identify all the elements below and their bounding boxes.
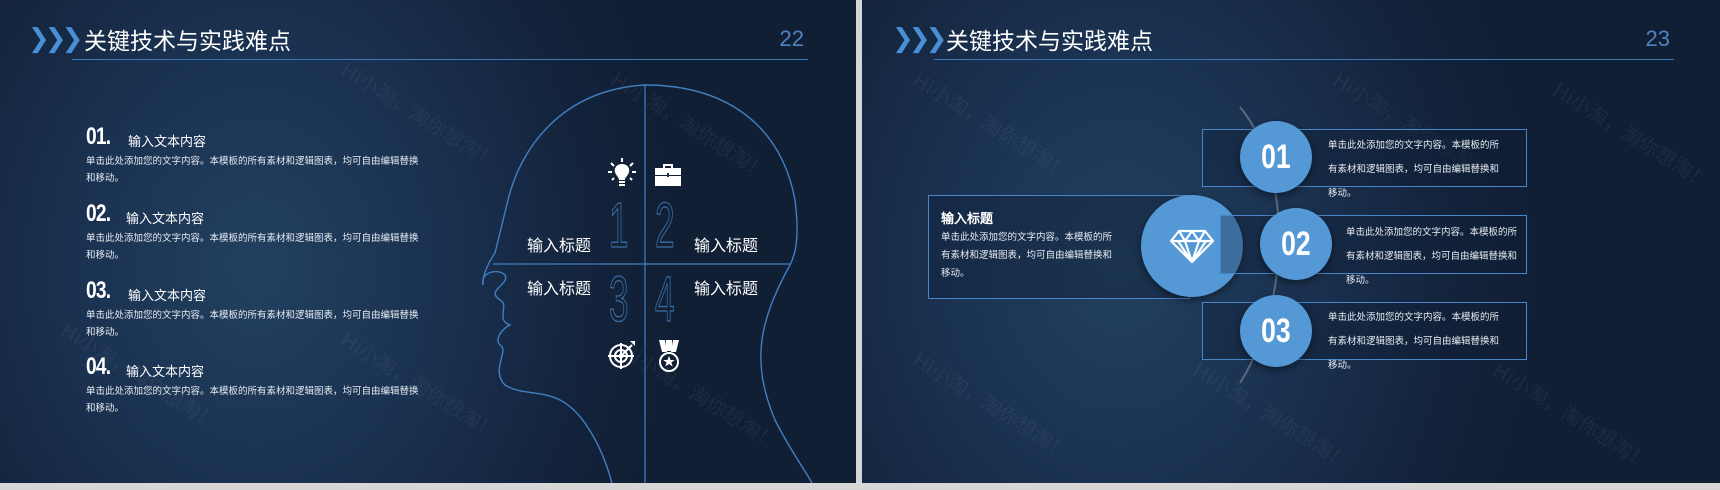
number-circle-03: 03 bbox=[1240, 295, 1312, 367]
page-number: 23 bbox=[1645, 26, 1670, 51]
item-desc: 单击此处添加您的文字内容。本模板的所有素材和逻辑图表，均可自由编辑替换和移动。 bbox=[86, 233, 419, 261]
item-title: 输入文本内容 bbox=[126, 365, 205, 380]
item-desc: 单击此处添加您的文字内容。本模板的所有素材和逻辑图表，均可自由编辑替换和移动。 bbox=[86, 310, 419, 338]
briefcase-icon bbox=[655, 164, 681, 186]
slide-22[interactable]: Hi小淘，淘你想淘！ Hi小淘，淘你想淘！ Hi小淘，淘你想淘！ Hi小淘，淘你… bbox=[0, 0, 856, 483]
slide-title: 关键技术与实践难点 bbox=[84, 29, 291, 55]
item-number: 01. bbox=[86, 123, 111, 150]
list-item: 01. 输入文本内容 单击此处添加您的文字内容。本模板的所有素材和逻辑图表，均可… bbox=[86, 123, 426, 187]
chevrons-icon: ❯❯❯ bbox=[28, 24, 83, 54]
chevrons-icon: ❯❯❯ bbox=[892, 24, 947, 54]
item-number: 02. bbox=[86, 200, 111, 227]
item-title: 输入文本内容 bbox=[128, 289, 207, 304]
item-title: 输入文本内容 bbox=[128, 135, 207, 150]
slide-23[interactable]: Hi小淘，淘你想淘！ Hi小淘，淘你想淘！ Hi小淘，淘你想淘！ Hi小淘，淘你… bbox=[862, 0, 1720, 483]
number-circle-02: 02 bbox=[1260, 208, 1332, 280]
diamond-icon bbox=[1170, 229, 1214, 263]
header-divider bbox=[72, 59, 808, 60]
item-desc: 单击此处添加您的文字内容。本模板的所有素材和逻辑图表，均可自由编辑替换和移动。 bbox=[1328, 312, 1500, 371]
medal-icon bbox=[659, 340, 679, 372]
item-desc: 单击此处添加您的文字内容。本模板的所有素材和逻辑图表，均可自由编辑替换和移动。 bbox=[1328, 140, 1500, 199]
slide-title: 关键技术与实践难点 bbox=[946, 29, 1153, 55]
main-box-desc: 单击此处添加您的文字内容。本模板的所有素材和逻辑图表，均可自由编辑替换和移动。 bbox=[941, 232, 1113, 279]
quadrant-4-label: 输入标题 bbox=[694, 279, 759, 298]
main-circle bbox=[1141, 195, 1243, 297]
item-title: 输入文本内容 bbox=[126, 212, 205, 227]
list-item: 02. 输入文本内容 单击此处添加您的文字内容。本模板的所有素材和逻辑图表，均可… bbox=[86, 200, 426, 264]
item-number: 03 bbox=[1261, 311, 1291, 350]
header-divider bbox=[934, 59, 1674, 60]
quadrant-3-number: 3 bbox=[609, 262, 629, 335]
quadrant-2-number: 2 bbox=[655, 188, 675, 261]
quadrant-2-label: 输入标题 bbox=[694, 236, 759, 255]
target-icon bbox=[608, 341, 635, 369]
item-number: 03. bbox=[86, 277, 111, 304]
item-number: 02 bbox=[1281, 224, 1311, 263]
quadrant-4-number: 4 bbox=[655, 262, 675, 335]
item-number: 01 bbox=[1261, 137, 1291, 176]
number-circle-01: 01 bbox=[1240, 121, 1312, 193]
quadrant-3-label: 输入标题 bbox=[527, 279, 592, 298]
page-number: 22 bbox=[779, 26, 804, 51]
list-item: 03. 输入文本内容 单击此处添加您的文字内容。本模板的所有素材和逻辑图表，均可… bbox=[86, 277, 426, 341]
item-desc: 单击此处添加您的文字内容。本模板的所有素材和逻辑图表，均可自由编辑替换和移动。 bbox=[86, 156, 419, 184]
lightbulb-icon bbox=[608, 158, 636, 186]
quadrant-1-label: 输入标题 bbox=[527, 236, 592, 255]
item-number: 04. bbox=[86, 353, 111, 380]
head-outline bbox=[482, 84, 813, 483]
item-desc: 单击此处添加您的文字内容。本模板的所有素材和逻辑图表，均可自由编辑替换和移动。 bbox=[1346, 227, 1518, 286]
item-desc: 单击此处添加您的文字内容。本模板的所有素材和逻辑图表，均可自由编辑替换和移动。 bbox=[86, 386, 419, 414]
main-box-title: 输入标题 bbox=[941, 212, 994, 227]
quadrant-1-number: 1 bbox=[609, 188, 629, 261]
list-item: 04. 输入文本内容 单击此处添加您的文字内容。本模板的所有素材和逻辑图表，均可… bbox=[86, 353, 426, 417]
